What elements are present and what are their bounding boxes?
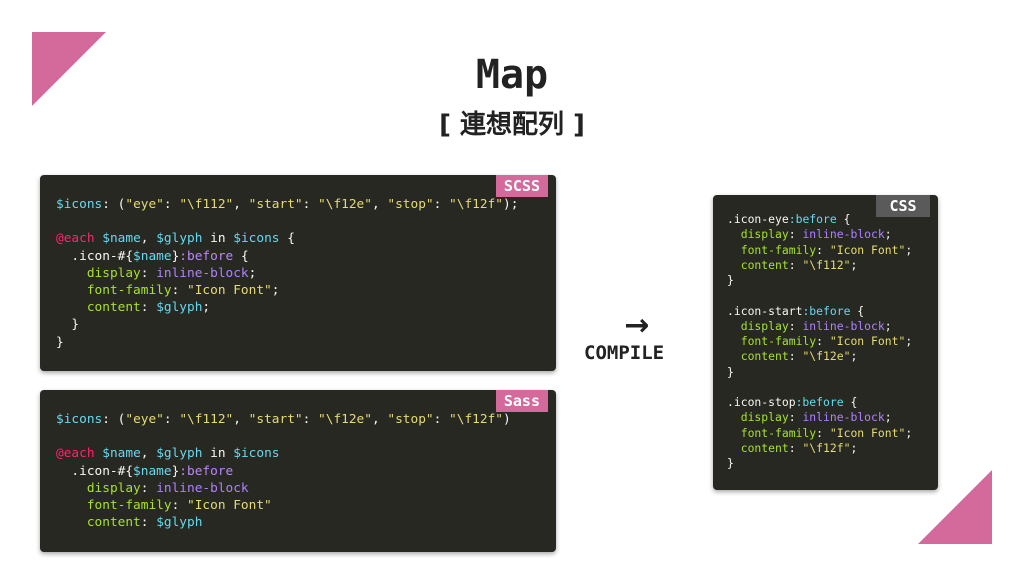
code-line: content: "\f12e"; — [740, 349, 858, 364]
corner-triangle-top-left — [32, 32, 106, 106]
scss-code-panel: SCSS $icons: ("eye": "\f112", "start": "… — [40, 175, 556, 371]
code-line: content: "\f12f"; — [740, 440, 858, 455]
code-line: content: "\f112"; — [740, 257, 858, 272]
code-line: font-family: "Icon Font"; — [86, 283, 280, 299]
slide-title: Map — [475, 52, 549, 98]
arrow-right-icon: → — [624, 308, 650, 343]
code-line: display: inline-block; — [740, 410, 892, 425]
code-line: } — [56, 317, 80, 333]
code-line: $icons: ("eye": "\f112", "start": "\f12e… — [56, 412, 511, 427]
code-line: display: inline-block; — [740, 227, 892, 242]
code-line: } — [727, 273, 734, 287]
code-line: .icon-eye:before { — [727, 212, 851, 226]
code-line: font-family: "Icon Font"; — [740, 334, 913, 348]
slide-subtitle: [ 連想配列 ] — [439, 110, 585, 140]
corner-triangle-bottom-right — [918, 470, 992, 544]
sass-code-panel: Sass $icons: ("eye": "\f112", "start": "… — [40, 390, 556, 552]
scss-code-block: $icons: ("eye": "\f112", "start": "\f12e… — [56, 196, 518, 351]
css-badge: CSS — [876, 195, 930, 217]
code-line: } — [727, 456, 734, 470]
code-line: font-family: "Icon Font"; — [740, 425, 913, 440]
code-line: content: $glyph; — [86, 300, 211, 316]
code-line: content: $glyph — [86, 515, 203, 531]
code-line: } — [727, 364, 734, 379]
css-code-block: .icon-eye:before { display: inline-block… — [727, 212, 912, 471]
code-line: .icon-#{$name}:before — [56, 463, 234, 479]
code-line: @each $name, $glyph in $icons { — [56, 231, 295, 247]
code-line: @each $name, $glyph in $icons — [56, 446, 280, 462]
sass-badge: Sass — [495, 390, 548, 412]
code-line: $icons: ("eye": "\f112", "start": "\f12e… — [56, 197, 519, 212]
code-line: display: inline-block — [86, 480, 249, 496]
code-line: .icon-#{$name}:before { — [56, 248, 249, 264]
code-line: .icon-stop:before { — [727, 395, 858, 409]
sass-code-block: $icons: ("eye": "\f112", "start": "\f12e… — [56, 411, 511, 531]
code-line: font-family: "Icon Font" — [86, 498, 272, 514]
scss-badge: SCSS — [495, 175, 548, 197]
code-line: font-family: "Icon Font"; — [740, 242, 913, 257]
code-line: .icon-start:before { — [727, 303, 865, 318]
code-line: display: inline-block; — [86, 265, 257, 281]
css-code-panel: CSS .icon-eye:before { display: inline-b… — [713, 195, 938, 490]
code-line: } — [56, 334, 64, 350]
code-line: display: inline-block; — [740, 318, 892, 333]
compile-label: COMPILE — [584, 342, 665, 364]
